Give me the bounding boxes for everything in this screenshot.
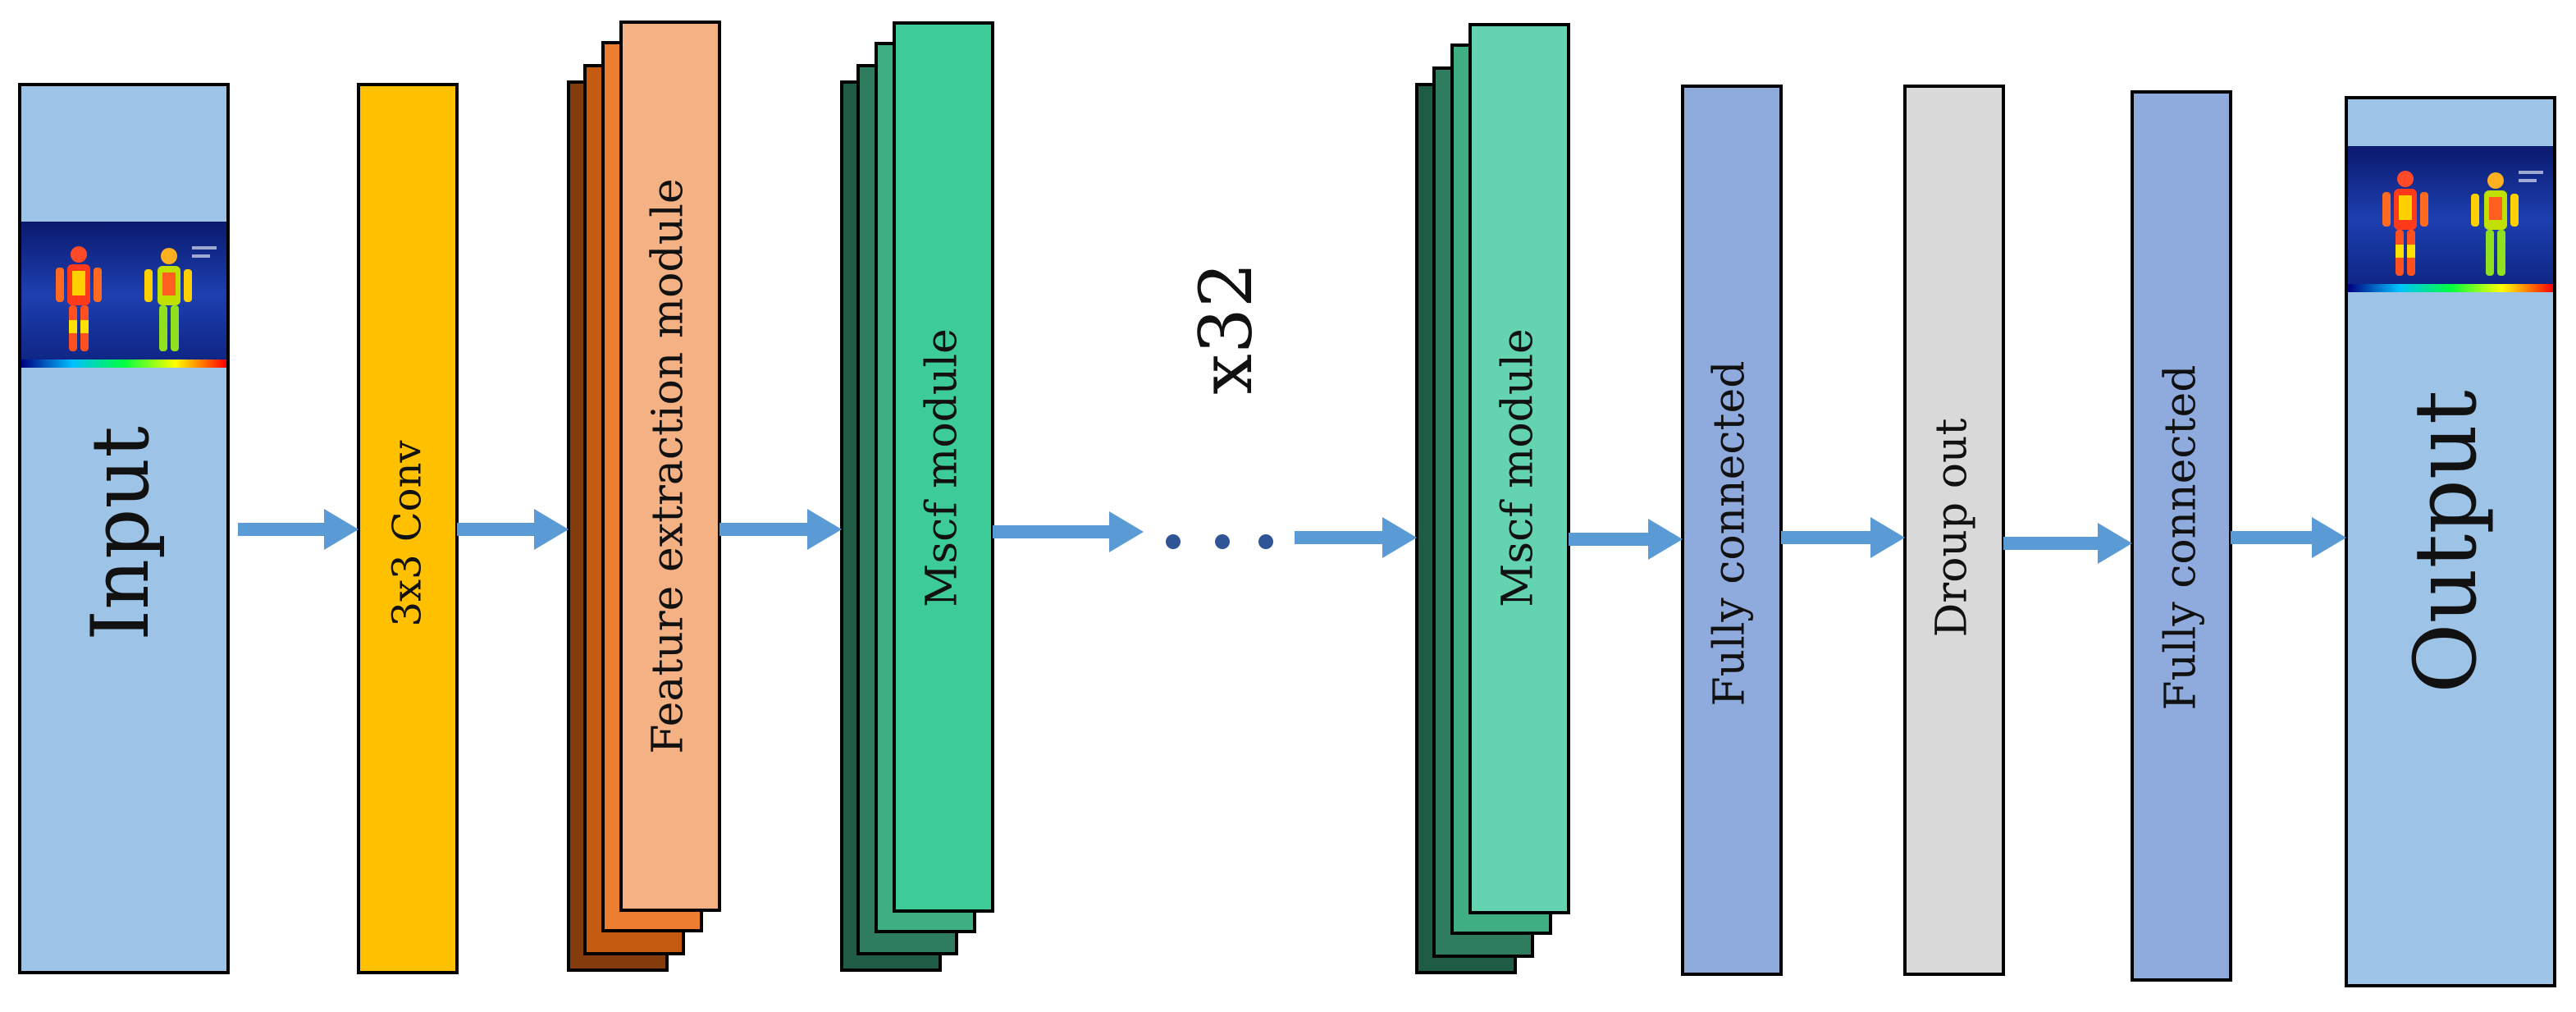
arrow-fc-to-output: [2231, 517, 2346, 558]
mscf1-layer-4: [893, 21, 994, 913]
fully-connected-block-1: [1681, 85, 1783, 976]
input-label: Input: [75, 426, 167, 641]
fc2-label: Fully connected: [2157, 364, 2206, 710]
feature-extraction-stack: [567, 21, 721, 972]
arrow-ellipsis-to-mscf: [1295, 517, 1417, 558]
ellipsis-dots: [1166, 534, 1273, 549]
dropout-block: [1903, 85, 2005, 976]
arrow-feature-to-mscf: [719, 509, 842, 550]
mscf2-layer-4: [1468, 23, 1570, 914]
output-image: [2348, 146, 2553, 292]
input-image: [21, 222, 226, 368]
arrow-input-to-conv: [238, 509, 359, 550]
repeat-label: x32: [1184, 262, 1268, 395]
arrow-fc-to-dropout: [1781, 517, 1905, 558]
output-label: Output: [2396, 390, 2496, 693]
arrow-conv-to-feature: [457, 509, 569, 550]
arrow-dropout-to-fc: [2003, 523, 2132, 564]
flow-arrows: [238, 509, 2346, 564]
mscf2-label: Mscf module: [1494, 328, 1543, 607]
mscf-stack-2: [1415, 23, 1570, 974]
mscf1-label: Mscf module: [918, 328, 967, 607]
feature-label: Feature extraction module: [644, 178, 693, 753]
arrow-mscf-to-fc: [1569, 519, 1683, 560]
conv-label: 3x3 Conv: [385, 440, 431, 626]
fc1-label: Fully connected: [1706, 360, 1755, 706]
conv-block: [357, 83, 459, 974]
feature-layer-4: [619, 21, 721, 912]
fully-connected-block-2: [2131, 90, 2232, 982]
arrow-mscf-to-ellipsis: [993, 511, 1144, 552]
dropout-label: Droup out: [1928, 418, 1977, 637]
mscf-stack-1: [840, 21, 994, 972]
